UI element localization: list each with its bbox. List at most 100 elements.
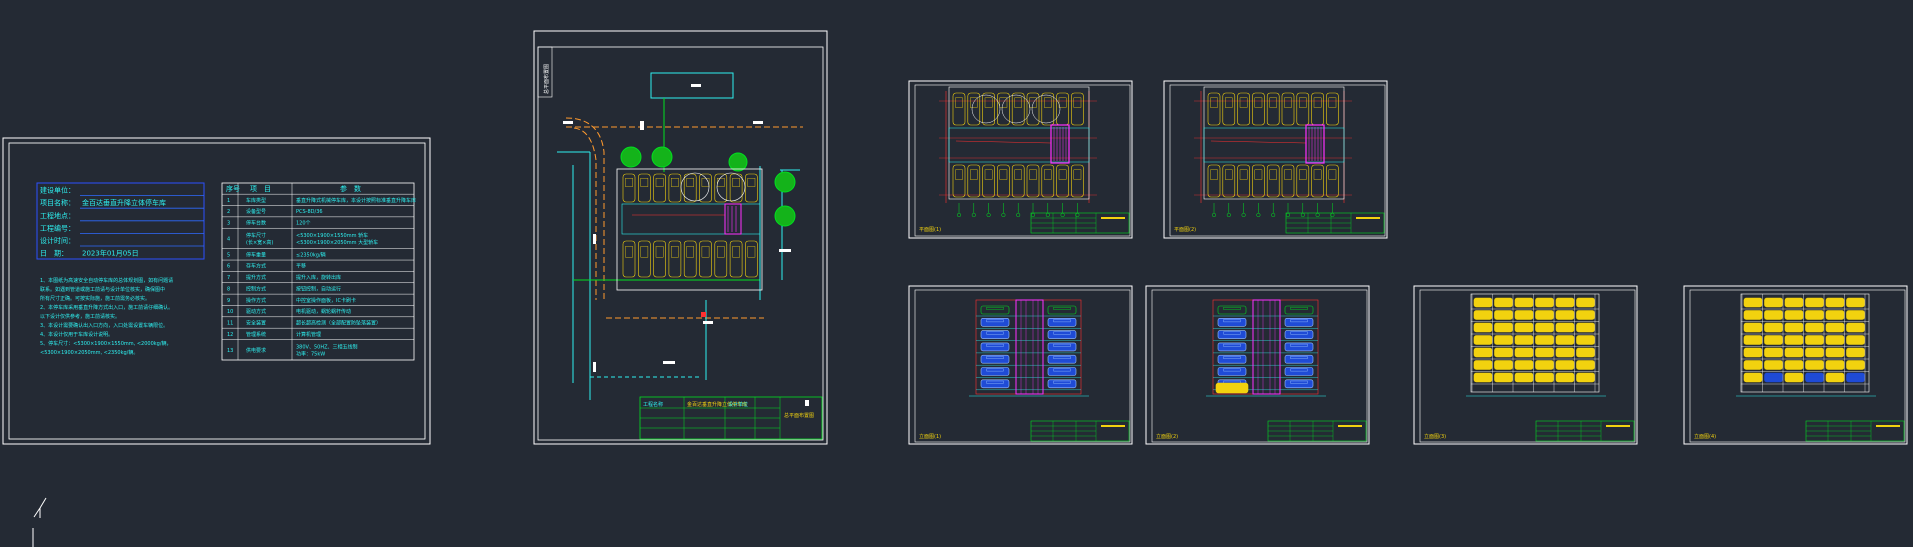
elevation-sheet-4[interactable]: 立面图(4) bbox=[1683, 285, 1908, 445]
elevation-drawing-1 bbox=[969, 299, 1130, 442]
car-glyph bbox=[1825, 360, 1845, 370]
car-glyph bbox=[1326, 164, 1339, 198]
turntable bbox=[1001, 94, 1031, 124]
table-cell-no: 6 bbox=[227, 264, 230, 270]
table-cell-value: 380V、50HZ、三相五线制 bbox=[296, 343, 358, 350]
car-glyph bbox=[1764, 310, 1783, 320]
car-glyph bbox=[1047, 330, 1077, 339]
car-glyph bbox=[1026, 164, 1040, 198]
car-glyph bbox=[1576, 372, 1595, 383]
turntable bbox=[971, 94, 1001, 124]
table-cell-value: 中控室操作面板，IC卡刷卡 bbox=[296, 297, 356, 304]
car-glyph bbox=[1743, 322, 1763, 333]
car-glyph bbox=[1805, 360, 1824, 370]
car-glyph bbox=[980, 330, 1010, 339]
site-trees bbox=[620, 146, 796, 227]
axis-bubble bbox=[971, 212, 976, 218]
car-glyph bbox=[1514, 335, 1534, 345]
car-glyph bbox=[997, 164, 1010, 198]
car-glyph bbox=[1217, 305, 1247, 315]
floor-plan-sheet-1[interactable]: 平面图(1) bbox=[908, 80, 1133, 239]
info-row-label: 项目名称： bbox=[40, 198, 75, 207]
table-cell-value: <5300×1900×2050mm 大型轿车 bbox=[296, 239, 378, 246]
car-glyph bbox=[1217, 367, 1247, 376]
car-glyph bbox=[1237, 164, 1250, 198]
elevation-sheet-2[interactable]: 立面图(2) bbox=[1145, 285, 1370, 445]
car-glyph bbox=[714, 240, 728, 278]
axis-bubble bbox=[1241, 212, 1246, 218]
car-glyph bbox=[1047, 305, 1077, 315]
car-glyph bbox=[1805, 347, 1824, 358]
table-header: 项 目 bbox=[250, 185, 271, 193]
elevation-sheet-1[interactable]: 立面图(1) bbox=[908, 285, 1133, 445]
car-glyph bbox=[1296, 164, 1310, 198]
car-glyph bbox=[1494, 360, 1513, 370]
elev-frame bbox=[1470, 293, 1600, 393]
car-glyph bbox=[1056, 92, 1069, 126]
car-glyph bbox=[1494, 310, 1513, 320]
car-glyph bbox=[1535, 335, 1554, 345]
info-row-label: 工程地点： bbox=[40, 211, 75, 220]
car-glyph bbox=[1846, 360, 1865, 370]
info-row-label: 工程编号： bbox=[40, 223, 75, 232]
site-plan-sheet[interactable]: 总平面布置图 bbox=[533, 30, 828, 445]
car-glyph bbox=[1846, 335, 1865, 345]
info-row-value: 金百达垂直升降立体停车库 bbox=[82, 198, 166, 207]
car-glyph bbox=[1266, 164, 1280, 198]
car-glyph bbox=[1743, 372, 1763, 383]
axis-bubble bbox=[1211, 212, 1217, 218]
elevation-sheet-3[interactable]: 立面图(3) bbox=[1413, 285, 1638, 445]
car-glyph bbox=[997, 92, 1010, 126]
table-cell-no: 4 bbox=[227, 236, 230, 242]
aisle-line bbox=[1210, 140, 1307, 144]
site-dimension-labels bbox=[563, 84, 791, 372]
car-glyph bbox=[1047, 354, 1077, 364]
car-glyph bbox=[1494, 322, 1513, 333]
floor-plan-sheet-2[interactable]: 平面图(2) bbox=[1163, 80, 1388, 239]
car-glyph bbox=[1514, 360, 1534, 370]
floor-plan-drawing-1 bbox=[939, 86, 1130, 234]
table-cell-no: 7 bbox=[227, 275, 230, 281]
table-cell-value: 电机驱动，蜗轮蜗杆传动 bbox=[296, 308, 351, 315]
car-glyph bbox=[1743, 310, 1763, 320]
table-cell-no: 2 bbox=[227, 209, 230, 215]
car-glyph bbox=[1473, 310, 1493, 320]
car-glyph bbox=[1284, 317, 1314, 327]
car-glyph bbox=[1764, 335, 1783, 345]
car-glyph bbox=[1266, 92, 1280, 126]
car-glyph bbox=[1555, 322, 1575, 333]
car-glyph bbox=[1494, 372, 1513, 383]
car-glyph bbox=[1743, 360, 1763, 370]
note-line: 联系。如遇到管道或施工前请与设计单位核实，确保图中 bbox=[40, 286, 165, 293]
car-glyph bbox=[699, 240, 712, 278]
car-glyph bbox=[1535, 360, 1554, 370]
car-glyph bbox=[1326, 92, 1339, 126]
car-glyph bbox=[982, 92, 995, 126]
car-glyph bbox=[1764, 297, 1783, 308]
drawing-label-5: 立面图(3) bbox=[1424, 433, 1446, 440]
table-cell-no: 3 bbox=[227, 221, 230, 227]
lift-shaft bbox=[1015, 299, 1044, 395]
car-glyph bbox=[1784, 310, 1804, 320]
car-glyph bbox=[1217, 330, 1247, 339]
car-glyph bbox=[952, 92, 966, 126]
car-glyph bbox=[1047, 342, 1077, 352]
car-glyph bbox=[1555, 360, 1575, 370]
car-glyph bbox=[1222, 164, 1236, 198]
design-notes: 1、本图纸为高速安全自动停车库的总体规划图，如有问题请 联系。如遇到管道或施工前… bbox=[40, 277, 173, 356]
elev-title-block bbox=[1030, 420, 1130, 442]
axis-bubble bbox=[1285, 212, 1291, 218]
car-glyph bbox=[1846, 322, 1865, 333]
table-cell-no: 12 bbox=[227, 332, 233, 338]
axis-bubble bbox=[1060, 212, 1065, 218]
elev-title-block bbox=[1535, 420, 1635, 442]
note-line: 1、本图纸为高速安全自动停车库的总体规划图，如有问题请 bbox=[40, 277, 173, 284]
elev-title-block bbox=[1267, 420, 1367, 442]
car-glyph bbox=[980, 354, 1010, 364]
axis-bubble bbox=[1256, 212, 1261, 218]
car-glyph bbox=[1473, 335, 1493, 345]
